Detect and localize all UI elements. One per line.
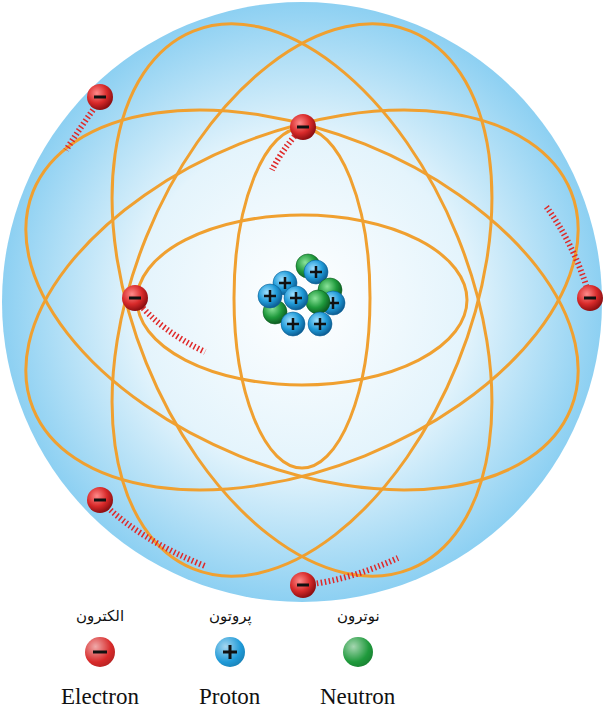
legend-swatch: [215, 637, 245, 667]
legend-label-persian: الکترون: [76, 607, 124, 625]
orbits: [0, 0, 605, 632]
legend-swatch: [343, 637, 373, 667]
legend-label: Electron: [61, 684, 139, 710]
nucleus: [258, 254, 345, 336]
electron-trails: [66, 100, 590, 585]
electrons: [87, 84, 603, 598]
legend-label-persian: نوترون: [337, 607, 380, 625]
legend-swatch: [85, 637, 115, 667]
legend-label-persian: پروتون: [209, 607, 252, 625]
atom-sphere: [2, 2, 602, 602]
legend-label: Neutron: [320, 684, 395, 710]
legend-label: Proton: [199, 684, 260, 710]
